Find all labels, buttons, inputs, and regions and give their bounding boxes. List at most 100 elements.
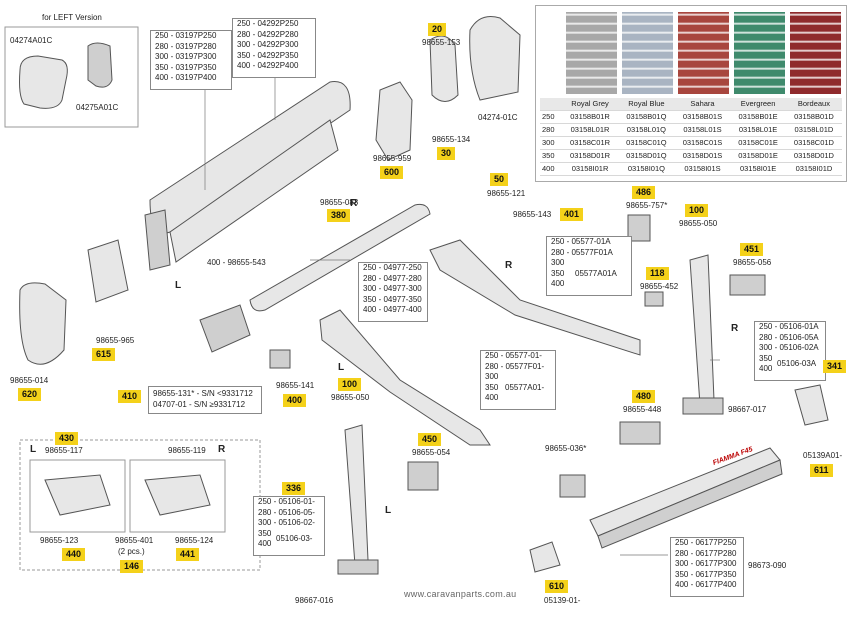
part-number: 98667-016 <box>295 596 334 605</box>
table-cell: 03158L01D <box>785 123 842 137</box>
motor-serial-table: 98655-131* - S/N <9331712 04707-01 - S/N… <box>148 386 262 414</box>
leg-row: 400 <box>258 539 272 548</box>
leg-row: 280 - 05106-05A <box>759 332 819 342</box>
cover-row: 350 - 03197P350 <box>155 62 217 72</box>
column-header: Evergreen <box>730 98 786 111</box>
leg-row: 400 <box>759 364 773 373</box>
arm-row: 300 <box>485 372 499 381</box>
price-badge: 620 <box>18 388 42 401</box>
table-row: 250 03158B01R 03158B01Q 03158B01S 03158B… <box>540 110 842 124</box>
endcap-row: 250 - 04292P250 <box>237 19 299 28</box>
side-label-right: R <box>731 323 739 334</box>
roller-row: 350 - 04977-350 <box>363 294 422 304</box>
motor-row: 04707-01 - S/N ≥9331712 <box>153 399 246 409</box>
part-number: 98655-117 <box>45 446 83 455</box>
part-number: 98673-090 <box>748 561 787 570</box>
arm-row: 280 - 05577F01A <box>551 247 613 257</box>
table-cell: 03158B01R <box>562 110 619 124</box>
price-badge: 336 <box>282 482 306 495</box>
price-badge: 118 <box>646 267 669 280</box>
price-badge: 400 <box>283 394 307 407</box>
side-label-left: L <box>338 362 345 373</box>
column-header: Bordeaux <box>785 98 842 111</box>
part-number: 05139A01- <box>803 451 843 460</box>
part-number: 98667-017 <box>728 405 767 414</box>
part-number: 98655-124 <box>175 536 214 545</box>
price-badge: 615 <box>92 348 116 361</box>
part-number: 98655-143 <box>513 210 552 219</box>
leg-row: 300 - 05106-02- <box>258 518 315 527</box>
swatch-royal-blue <box>622 12 673 94</box>
left-version-label: for LEFT Version <box>42 13 102 22</box>
front-row: 250 - 06177P250 <box>675 538 737 547</box>
cover-row: 400 - 03197P400 <box>155 73 217 82</box>
price-badge: 410 <box>118 390 142 403</box>
shared-part-number: 05577A01A <box>575 268 617 278</box>
price-badge: 30 <box>437 147 456 160</box>
part-number: 98655-965 <box>96 336 135 345</box>
part-number: 98655-123 <box>40 536 79 545</box>
side-label-right: R <box>350 198 358 209</box>
part-number: 98655-054 <box>412 448 451 457</box>
table-cell: 03158B01D <box>785 110 842 124</box>
endcap-row: 280 - 04292P280 <box>237 29 299 39</box>
side-label-left: L <box>385 505 392 516</box>
table-cell: 03158I01D <box>785 162 842 176</box>
part-number: 98655-401 <box>115 536 154 545</box>
part-number: 98655-036* <box>545 444 587 453</box>
part-number: 98655-153 <box>422 38 461 47</box>
roller-row: 400 - 04977-400 <box>363 305 422 314</box>
table-cell: 03158B01E <box>730 110 786 124</box>
table-cell: 400 <box>540 162 562 176</box>
table-cell: 03158I01Q <box>618 162 675 176</box>
endcap-size-table: 250 - 04292P250 280 - 04292P280 300 - 04… <box>232 18 316 78</box>
table-cell: 03158D01R <box>562 149 619 163</box>
swatch-bordeaux <box>790 12 841 94</box>
shared-part-number: 05106-03- <box>276 533 313 543</box>
watermark-url: www.caravanparts.com.au <box>404 589 517 599</box>
table-cell: 03158I01S <box>674 162 731 176</box>
table-cell: 03158D01D <box>785 149 842 163</box>
part-number: 04274-01C <box>478 113 518 122</box>
leg-row: 280 - 05106-05- <box>258 507 315 517</box>
fabric-part-table: Royal Grey Royal Blue Sahara Evergreen B… <box>540 98 842 176</box>
price-badge: 611 <box>810 464 833 477</box>
endcap-row: 300 - 04292P300 <box>237 40 299 49</box>
column-header <box>540 98 562 111</box>
table-cell: 250 <box>540 110 562 124</box>
cover-row: 280 - 03197P280 <box>155 41 217 51</box>
part-number: 98655-757* <box>626 201 668 210</box>
part-number: 04274A01C <box>10 36 53 45</box>
table-cell: 03158I01E <box>730 162 786 176</box>
cover-size-table: 250 - 03197P250 280 - 03197P280 300 - 03… <box>150 30 232 90</box>
swatch-royal-grey <box>566 12 617 94</box>
price-badge: 341 <box>823 360 847 373</box>
cover-row: 300 - 03197P300 <box>155 52 217 61</box>
table-cell: 03158I01R <box>562 162 619 176</box>
price-badge: 100 <box>338 378 362 391</box>
table-cell: 03158C01Q <box>618 136 675 150</box>
table-cell: 03158D01E <box>730 149 786 163</box>
table-row: 400 03158I01R 03158I01Q 03158I01S 03158I… <box>540 162 842 176</box>
price-badge: 450 <box>418 433 442 446</box>
size-label: 350 <box>485 382 499 392</box>
part-number: 98655-959 <box>373 154 412 163</box>
price-badge: 486 <box>632 186 656 199</box>
price-badge: 451 <box>740 243 764 256</box>
part-number: 04275A01C <box>76 103 119 112</box>
table-cell: 03158D01S <box>674 149 731 163</box>
part-number: 98655-452 <box>640 282 679 291</box>
part-number: 98655-050 <box>331 393 370 402</box>
part-number: 98655-083 <box>320 198 359 207</box>
swatch-evergreen <box>734 12 785 94</box>
arm-row: 250 - 05577-01A <box>551 237 611 246</box>
price-badge: 100 <box>685 204 709 217</box>
cover-row: 250 - 03197P250 <box>155 31 217 40</box>
price-badge: 50 <box>490 173 509 186</box>
